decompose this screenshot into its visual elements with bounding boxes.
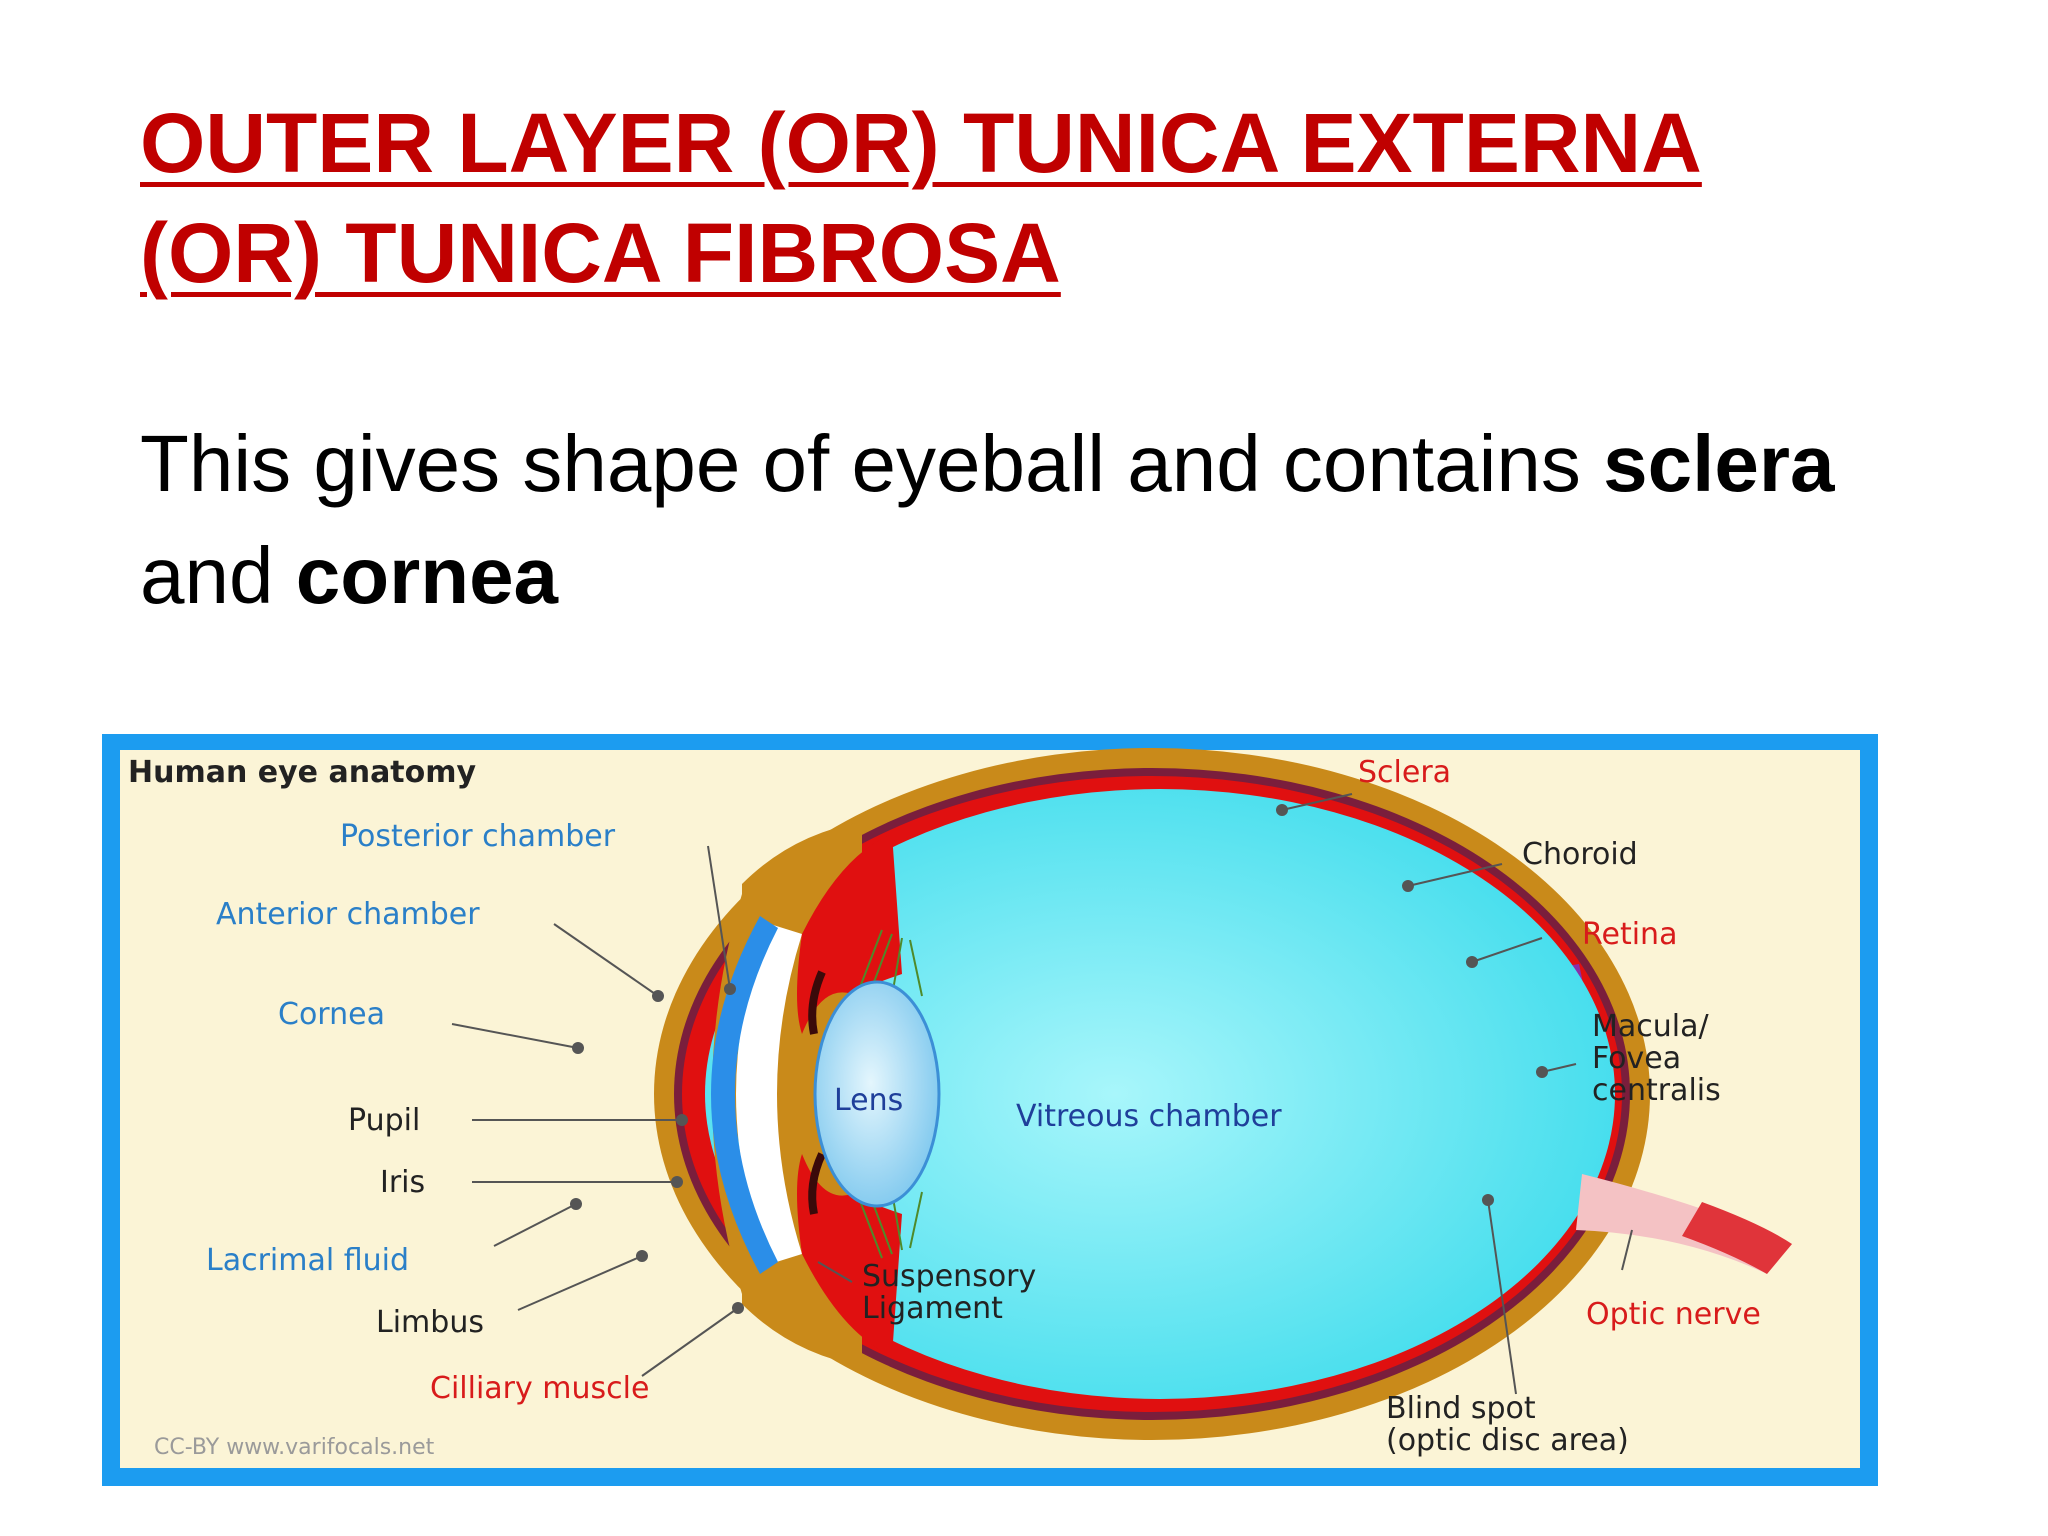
optic-nerve-vessel xyxy=(1682,1202,1792,1274)
label-centralis: centralis xyxy=(1592,1073,1721,1108)
label-pupil: Pupil xyxy=(348,1103,420,1138)
label-retina: Retina xyxy=(1582,917,1677,952)
vitreous-chamber xyxy=(705,789,1615,1399)
label-lacrimal-fluid: Lacrimal fluid xyxy=(206,1243,409,1278)
label-sclera: Sclera xyxy=(1358,755,1451,790)
label-leader-dots xyxy=(570,804,1548,1314)
lens xyxy=(813,980,941,1208)
label-choroid: Choroid xyxy=(1522,837,1638,872)
label-iris: Iris xyxy=(380,1165,425,1200)
label-blind-spot: Blind spot xyxy=(1386,1391,1536,1426)
label-limbus: Limbus xyxy=(376,1305,484,1340)
body-text-start: This gives shape of eyeball and contains xyxy=(140,419,1604,508)
body-text-middle: and xyxy=(140,531,296,620)
cornea xyxy=(711,916,778,1274)
ciliary-body-upper xyxy=(797,834,902,1034)
anterior-chamber xyxy=(736,924,802,1264)
eye-anatomy-diagram: Human eye anatomy Posterior chamber Ante… xyxy=(120,748,1860,1468)
label-vitreous-chamber: Vitreous chamber xyxy=(1016,1099,1282,1134)
label-suspensory: Suspensory xyxy=(862,1259,1036,1294)
slide-body-text: This gives shape of eyeball and contains… xyxy=(140,408,1940,632)
label-ligament: Ligament xyxy=(862,1291,1003,1326)
label-ciliary-muscle: Cilliary muscle xyxy=(430,1371,649,1406)
label-cornea: Cornea xyxy=(278,997,385,1032)
label-lens: Lens xyxy=(834,1083,903,1118)
label-optic-disc-area: (optic disc area) xyxy=(1386,1423,1629,1458)
iris-lower-dark xyxy=(808,1152,826,1215)
diagram-title: Human eye anatomy xyxy=(128,755,477,790)
eye-anatomy-figure: Human eye anatomy Posterior chamber Ante… xyxy=(102,734,1878,1486)
diagram-credit: CC-BY www.varifocals.net xyxy=(154,1435,435,1460)
label-posterior-chamber: Posterior chamber xyxy=(340,819,616,854)
term-cornea: cornea xyxy=(295,531,559,620)
label-macula: Macula/ xyxy=(1592,1009,1709,1044)
term-sclera: sclera xyxy=(1603,419,1835,508)
label-fovea: Fovea xyxy=(1592,1041,1681,1076)
label-optic-nerve: Optic nerve xyxy=(1586,1297,1761,1332)
slide-title: OUTER LAYER (OR) TUNICA EXTERNA (OR) TUN… xyxy=(140,96,1702,300)
label-anterior-chamber: Anterior chamber xyxy=(216,897,480,932)
iris-upper-dark xyxy=(808,970,826,1035)
